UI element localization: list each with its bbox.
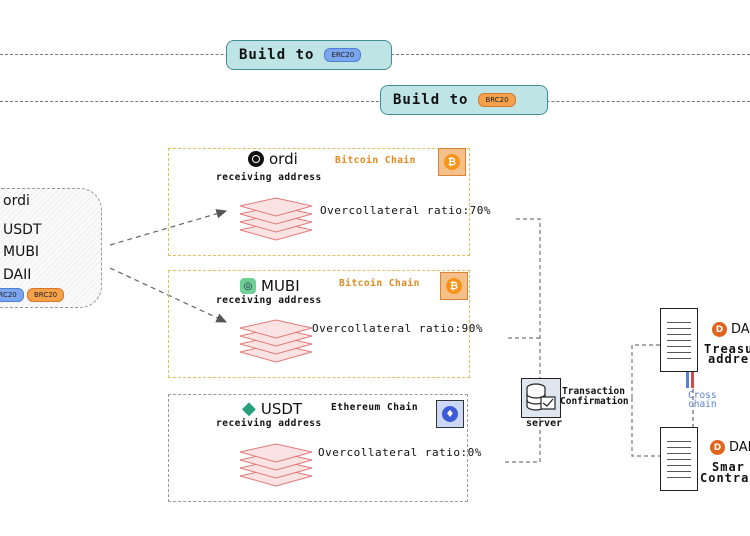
bitcoin-icon: ₿ bbox=[440, 272, 468, 300]
ethereum-icon: ♦ bbox=[436, 400, 464, 428]
contract-label: Contra bbox=[700, 471, 750, 485]
ordi-label: ordi bbox=[269, 150, 298, 168]
transaction-label: Transaction bbox=[562, 386, 625, 397]
asset-daii: DAII bbox=[3, 267, 32, 283]
dai-icon: D bbox=[710, 440, 725, 455]
tether-icon: ◆ bbox=[242, 398, 256, 419]
build-to-label: Build to bbox=[393, 92, 469, 108]
document-icon bbox=[660, 308, 698, 372]
ordi-ratio: Overcollateral ratio:70% bbox=[320, 204, 491, 217]
usdt-label: USDT bbox=[260, 400, 303, 418]
usdt-panel bbox=[168, 394, 468, 502]
database-icon bbox=[521, 378, 561, 418]
mubi-title: ◎ MUBI bbox=[240, 277, 300, 295]
smart-label: Smar bbox=[712, 460, 745, 474]
cross-chain-label-2: chain bbox=[688, 399, 717, 410]
cross-chain-label: Cross bbox=[688, 390, 717, 401]
mubi-panel bbox=[168, 270, 470, 378]
line-server-docs bbox=[631, 344, 660, 457]
mubi-icon: ◎ bbox=[240, 278, 256, 294]
ordi-icon bbox=[248, 151, 264, 167]
bitcoin-icon: ₿ bbox=[438, 148, 466, 176]
usdt-ratio: Overcollateral ratio:0% bbox=[318, 446, 482, 459]
assets-box: ordi USDT MUBI DAII ERC20 BRC20 bbox=[0, 188, 102, 308]
build-to-brc20-pill[interactable]: Build to BRC20 bbox=[380, 85, 548, 115]
cross-chain-bar-blue bbox=[686, 366, 689, 388]
usdt-chain-label: Ethereum Chain bbox=[331, 402, 419, 413]
ordi-panel bbox=[168, 148, 470, 256]
dai-icon: D bbox=[712, 322, 727, 337]
asset-ordi: ordi bbox=[3, 193, 30, 209]
mubi-label: MUBI bbox=[261, 277, 300, 295]
layers-icon bbox=[239, 197, 313, 241]
treasury-label: Treasu bbox=[704, 342, 750, 356]
confirmation-label: Confirmation bbox=[560, 396, 629, 407]
erc20-tag: ERC20 bbox=[324, 48, 362, 62]
ordi-chain-label: Bitcoin Chain bbox=[335, 155, 416, 166]
mubi-ratio: Overcollateral ratio:90% bbox=[312, 322, 483, 335]
build-to-label: Build to bbox=[239, 47, 315, 63]
asset-mubi: MUBI bbox=[3, 244, 40, 260]
ordi-title: ordi bbox=[248, 150, 298, 168]
contract-token: D DAI bbox=[710, 440, 750, 455]
build-to-erc20-pill[interactable]: Build to ERC20 bbox=[226, 40, 392, 70]
document-icon bbox=[660, 427, 698, 491]
asset-usdt: USDT bbox=[3, 222, 42, 238]
ordi-receiving-address: receiving address bbox=[216, 172, 322, 183]
mubi-receiving-address: receiving address bbox=[216, 295, 322, 306]
line-usdt-server bbox=[505, 418, 541, 463]
mubi-chain-label: Bitcoin Chain bbox=[339, 278, 420, 289]
brc20-tag: BRC20 bbox=[478, 93, 516, 107]
usdt-title: ◆ USDT bbox=[242, 398, 303, 419]
server-label: server bbox=[526, 418, 563, 429]
treasury-address-label: addre bbox=[708, 352, 750, 366]
cross-chain-bar-red bbox=[691, 366, 694, 388]
treasury-token-label: DA bbox=[731, 322, 750, 337]
layers-icon bbox=[239, 319, 313, 363]
contract-token-label: DAI bbox=[729, 440, 750, 455]
arrow-to-ordi bbox=[109, 209, 228, 246]
erc20-tag: ERC20 bbox=[0, 288, 24, 302]
brc20-tag: BRC20 bbox=[27, 288, 65, 302]
treasury-token: D DA bbox=[712, 322, 750, 337]
line-ordi-server bbox=[516, 218, 541, 378]
usdt-receiving-address: receiving address bbox=[216, 418, 322, 429]
build-divider-bottom bbox=[0, 101, 750, 102]
layers-icon bbox=[239, 443, 313, 487]
